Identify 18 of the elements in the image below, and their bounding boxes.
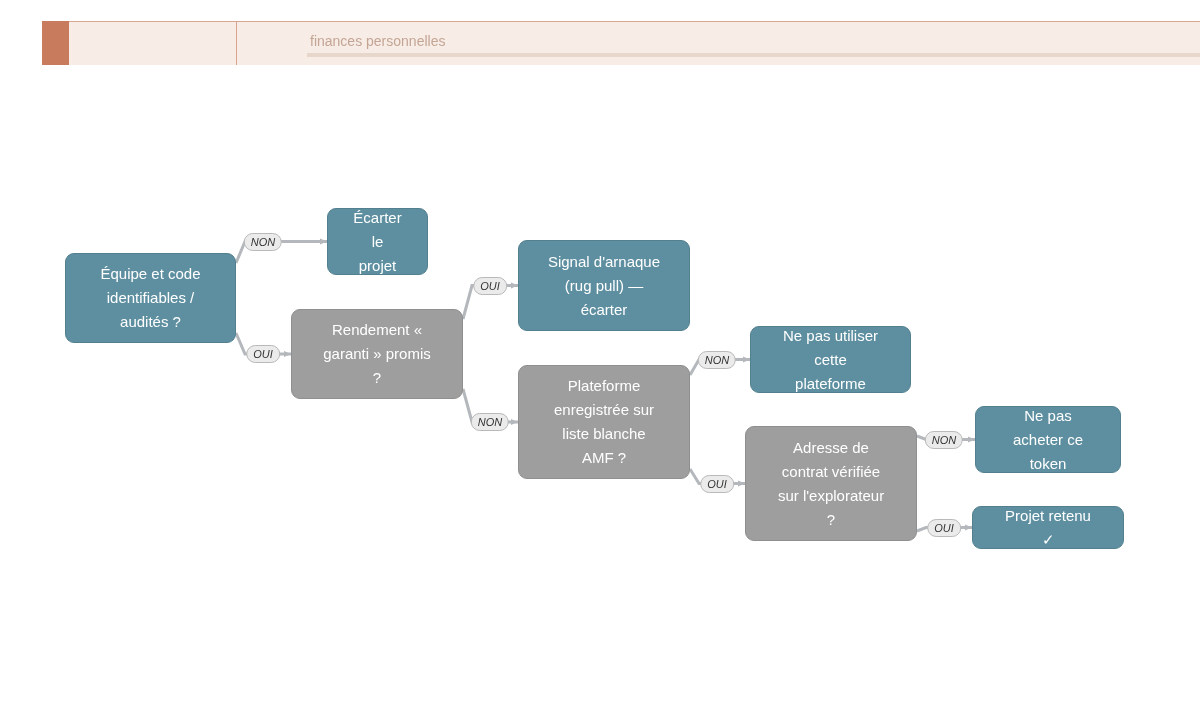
outcome-box: Signal d'arnaque (rug pull) — écarter (518, 240, 690, 331)
outcome-box: Ne pas utiliser cette plateforme (750, 326, 911, 393)
edge-label: OUI (700, 474, 734, 493)
edge-label: NON (470, 413, 510, 431)
outcome-box: Écarter le projet (327, 208, 428, 275)
edge-label: NON (243, 232, 283, 251)
edge-label: NON (924, 430, 964, 449)
edge-label: NON (697, 350, 737, 369)
decision-box: Rendement « garanti » promis ? (291, 309, 463, 399)
edge-label: OUI (473, 276, 507, 295)
tagline: finances personnelles (310, 33, 446, 49)
outcome-box: Équipe et code identifiables / audités ? (65, 253, 236, 343)
outcome-box: Ne pas acheter ce token (975, 406, 1121, 473)
edge-label: OUI (927, 518, 961, 537)
decision-box: Adresse de contrat vérifiée sur l'explorateur ? (745, 426, 917, 541)
edge-label: OUI (246, 345, 280, 363)
decision-box: Plateforme enregistrée sur liste blanche AMF ? (518, 365, 690, 479)
outcome-box: Projet retenu ✓ (972, 506, 1124, 549)
